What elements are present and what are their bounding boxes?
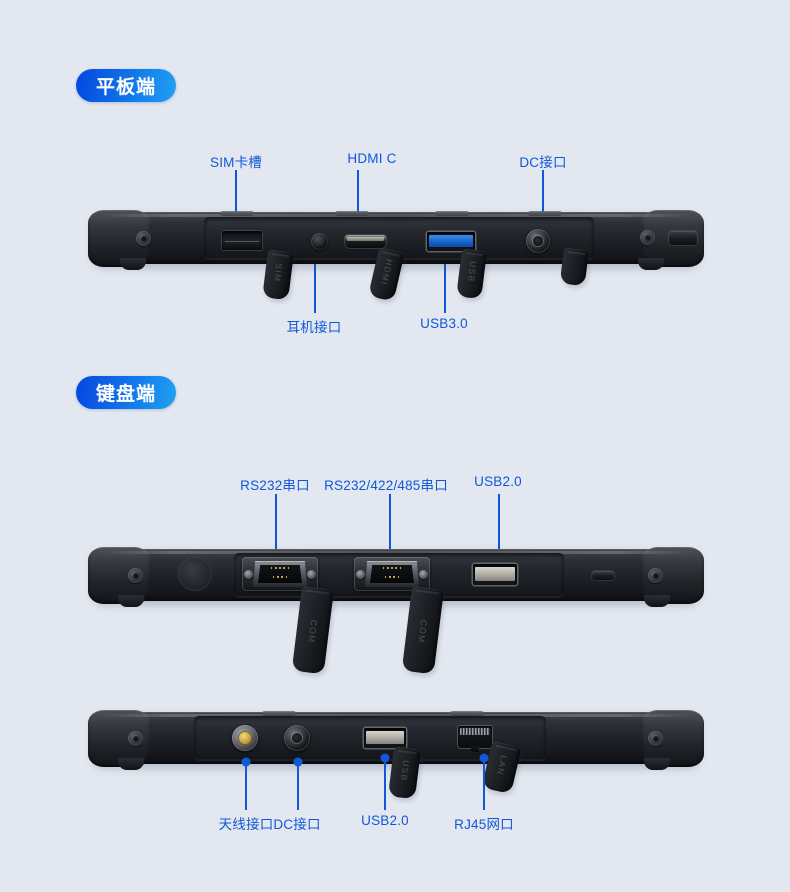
section-badge-tablet: 平板端 bbox=[76, 69, 177, 102]
leader-line-sim bbox=[235, 170, 237, 237]
leader-line-dc-keyboard bbox=[297, 764, 299, 810]
latch-nub bbox=[220, 211, 254, 216]
micro-slot bbox=[592, 571, 614, 580]
micro-slot bbox=[669, 231, 697, 245]
leader-line-headphone bbox=[314, 253, 316, 313]
leader-line-rj45 bbox=[483, 760, 485, 810]
label-usb30: USB3.0 bbox=[420, 316, 468, 331]
db9-cavity bbox=[258, 565, 302, 583]
chassis-foot bbox=[638, 258, 664, 270]
flap-hinge bbox=[271, 252, 290, 258]
dot-dc-keyboard bbox=[293, 757, 303, 767]
chassis-screw bbox=[128, 568, 143, 583]
db9-jackscrew bbox=[307, 569, 316, 579]
chassis-screw bbox=[648, 731, 663, 746]
leader-line-antenna bbox=[245, 764, 247, 810]
port-dc-jack bbox=[526, 229, 550, 253]
label-rs232: RS232串口 bbox=[240, 478, 310, 493]
leader-line-dc-tablet bbox=[542, 170, 544, 233]
label-dc-jack-tablet: DC接口 bbox=[519, 155, 567, 170]
leader-line-usb20-side bbox=[384, 760, 386, 810]
chassis-top-highlight bbox=[102, 214, 690, 217]
chassis-screw bbox=[128, 731, 143, 746]
leader-line-usb30 bbox=[444, 250, 446, 313]
chassis-screw bbox=[648, 568, 663, 583]
label-rs232-422-485: RS232/422/485串口 bbox=[324, 478, 448, 493]
latch-nub bbox=[335, 211, 369, 216]
latch-nub bbox=[450, 711, 484, 716]
flap-emboss-label: COM bbox=[416, 619, 430, 645]
label-hdmi-c: HDMI C bbox=[347, 151, 397, 166]
flap-emboss-label: COM bbox=[306, 619, 320, 645]
chassis-foot bbox=[118, 758, 144, 770]
db9-pin-row bbox=[384, 576, 400, 578]
leader-line-hdmi bbox=[357, 170, 359, 232]
dot-rj45 bbox=[479, 753, 489, 763]
port-rs232-db9 bbox=[242, 557, 318, 591]
flap-hinge bbox=[415, 589, 440, 595]
db9-jackscrew bbox=[419, 569, 428, 579]
flap-emboss-label: LAN bbox=[494, 754, 510, 777]
rubber-flap-usb20-side[interactable]: USB bbox=[388, 746, 421, 800]
port-usb20-keyboard bbox=[473, 564, 517, 585]
leader-line-rs232 bbox=[275, 494, 277, 572]
port-hdmi-c bbox=[345, 235, 386, 248]
chassis-screw bbox=[136, 231, 151, 246]
port-headphone-jack bbox=[311, 233, 328, 250]
label-usb20-side: USB2.0 bbox=[361, 813, 409, 828]
chassis-top-highlight bbox=[102, 551, 690, 554]
flap-emboss-label: USB bbox=[398, 759, 411, 783]
latch-nub bbox=[435, 211, 469, 216]
chassis-foot bbox=[644, 595, 670, 607]
chassis-foot bbox=[120, 258, 146, 270]
rubber-flap-usb30[interactable]: USB bbox=[456, 248, 487, 300]
flap-hinge bbox=[566, 250, 586, 256]
flap-hinge bbox=[495, 744, 517, 752]
port-antenna-sma bbox=[232, 725, 258, 751]
port-usb20-side bbox=[364, 728, 406, 748]
db9-pin-row bbox=[272, 576, 288, 578]
leader-line-rs232-multi bbox=[389, 494, 391, 572]
db9-pin-row bbox=[270, 567, 290, 569]
label-usb20-keyboard: USB2.0 bbox=[474, 474, 522, 489]
db9-cavity bbox=[370, 565, 414, 583]
port-rj45 bbox=[458, 726, 492, 752]
rubber-flap-dc[interactable] bbox=[559, 247, 589, 287]
label-rj45: RJ45网口 bbox=[454, 817, 514, 832]
dot-usb20-side bbox=[380, 753, 390, 763]
label-headphone-jack: 耳机接口 bbox=[286, 320, 342, 335]
flap-hinge bbox=[305, 589, 330, 595]
label-antenna: 天线接口 bbox=[218, 817, 274, 832]
rubber-flap-sim[interactable]: SIM bbox=[262, 249, 294, 301]
latch-nub bbox=[262, 711, 296, 716]
db9-pins bbox=[261, 567, 299, 578]
port-sim-slot bbox=[222, 231, 262, 250]
chassis-foot bbox=[644, 758, 670, 770]
db9-pins bbox=[373, 567, 411, 578]
device-keyboard-rear bbox=[88, 547, 704, 607]
db9-pin-row bbox=[382, 567, 402, 569]
label-dc-keyboard: DC接口 bbox=[273, 817, 321, 832]
chassis-screw bbox=[640, 230, 655, 245]
port-rs232-422-485-db9 bbox=[354, 557, 430, 591]
flap-emboss-label: HDMI bbox=[378, 258, 395, 287]
port-usb30 bbox=[427, 232, 475, 251]
db9-jackscrew bbox=[244, 569, 253, 579]
leader-line-usb20-kb bbox=[498, 494, 500, 566]
db9-jackscrew bbox=[356, 569, 365, 579]
port-dc-jack-keyboard bbox=[284, 725, 310, 751]
dot-antenna bbox=[241, 757, 251, 767]
label-sim-slot: SIM卡槽 bbox=[209, 155, 263, 170]
latch-nub bbox=[528, 211, 562, 216]
flap-emboss-label: SIM bbox=[272, 262, 285, 283]
chassis-top-highlight bbox=[102, 714, 690, 717]
flap-hinge bbox=[464, 251, 484, 257]
flap-hinge bbox=[381, 250, 401, 257]
chassis-foot bbox=[118, 595, 144, 607]
round-cover-disc bbox=[178, 557, 212, 591]
section-badge-keyboard: 键盘端 bbox=[76, 376, 177, 409]
flap-hinge bbox=[397, 749, 417, 755]
flap-emboss-label: USB bbox=[465, 260, 479, 284]
